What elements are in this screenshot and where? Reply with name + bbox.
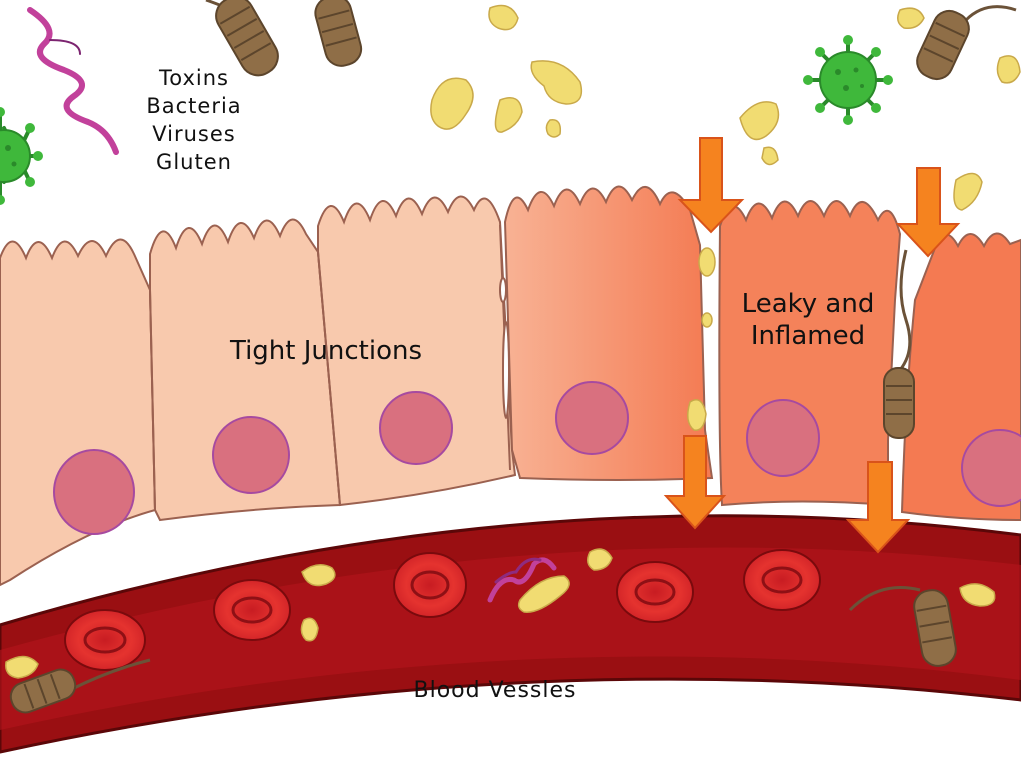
- gluten-particle-icon: [530, 60, 583, 105]
- healthy-cells: [0, 195, 517, 587]
- tight-junctions-label: Tight Junctions: [229, 336, 422, 366]
- leaky-label-line1: Leaky and: [742, 289, 875, 319]
- threat-label-gluten: Gluten: [156, 150, 232, 174]
- down-arrow-icon: [895, 167, 961, 258]
- red-blood-cell-icon: [393, 552, 467, 618]
- blood-vessel: [0, 514, 1021, 754]
- gluten-particle-icon: [587, 548, 613, 571]
- rod-bacterium-icon: [9, 658, 151, 714]
- gluten-particle-icon: [5, 655, 39, 679]
- gluten-particle-icon: [701, 312, 713, 328]
- gluten-particle-icon: [996, 55, 1021, 84]
- rod-bacterium-icon: [848, 586, 957, 667]
- virus-icon: [0, 107, 43, 205]
- red-blood-cell-icon: [616, 561, 694, 623]
- gluten-particle-icon: [959, 583, 996, 607]
- threat-list: Toxins Bacteria Viruses Gluten: [146, 66, 241, 174]
- gluten-particle-icon: [301, 564, 336, 587]
- gluten-particle-icon: [739, 101, 780, 141]
- down-arrow-icon: [677, 137, 745, 234]
- gluten-particle-icon: [698, 247, 716, 277]
- down-arrow-icon: [845, 461, 911, 554]
- gluten-particle-icon: [897, 7, 925, 30]
- epithelial-cell-layer: [0, 185, 1021, 587]
- gluten-particle-icon: [494, 97, 523, 133]
- gluten-particle-icon: [430, 77, 474, 130]
- red-blood-cell-icon: [213, 579, 291, 641]
- threat-label-bacteria: Bacteria: [146, 94, 241, 118]
- red-blood-cell-icon: [64, 609, 146, 671]
- red-blood-cell-icon: [743, 549, 821, 611]
- rod-bacterium-icon: [883, 249, 915, 439]
- red-blood-cells: [64, 549, 821, 671]
- gluten-particle-icon: [687, 399, 707, 431]
- rod-bacterium-icon: [916, 5, 1017, 81]
- gluten-particle-icon: [953, 172, 983, 211]
- gluten-particle-icon: [517, 575, 570, 613]
- leaky-label-line2: Inflamed: [751, 321, 865, 351]
- cell-nuclei: [53, 381, 1021, 535]
- spirochete-icon: [27, 7, 119, 155]
- rod-bacterium-icon: [205, 0, 279, 77]
- gluten-particle-icon: [488, 4, 519, 31]
- spirochete-icon: [487, 557, 557, 603]
- gluten-particles: [5, 4, 1021, 679]
- threat-label-toxins: Toxins: [158, 66, 229, 90]
- gluten-particle-icon: [300, 617, 319, 642]
- gluten-particle-icon: [761, 146, 779, 166]
- gluten-particle-icon: [545, 119, 562, 138]
- down-arrow-icon: [663, 435, 727, 530]
- virus-icon: [803, 35, 893, 125]
- tight-junctions: [149, 224, 511, 511]
- threat-label-viruses: Viruses: [152, 122, 235, 146]
- blood-vessels-label: Blood Vessles: [414, 678, 577, 703]
- rod-bacterium-icon: [314, 0, 363, 67]
